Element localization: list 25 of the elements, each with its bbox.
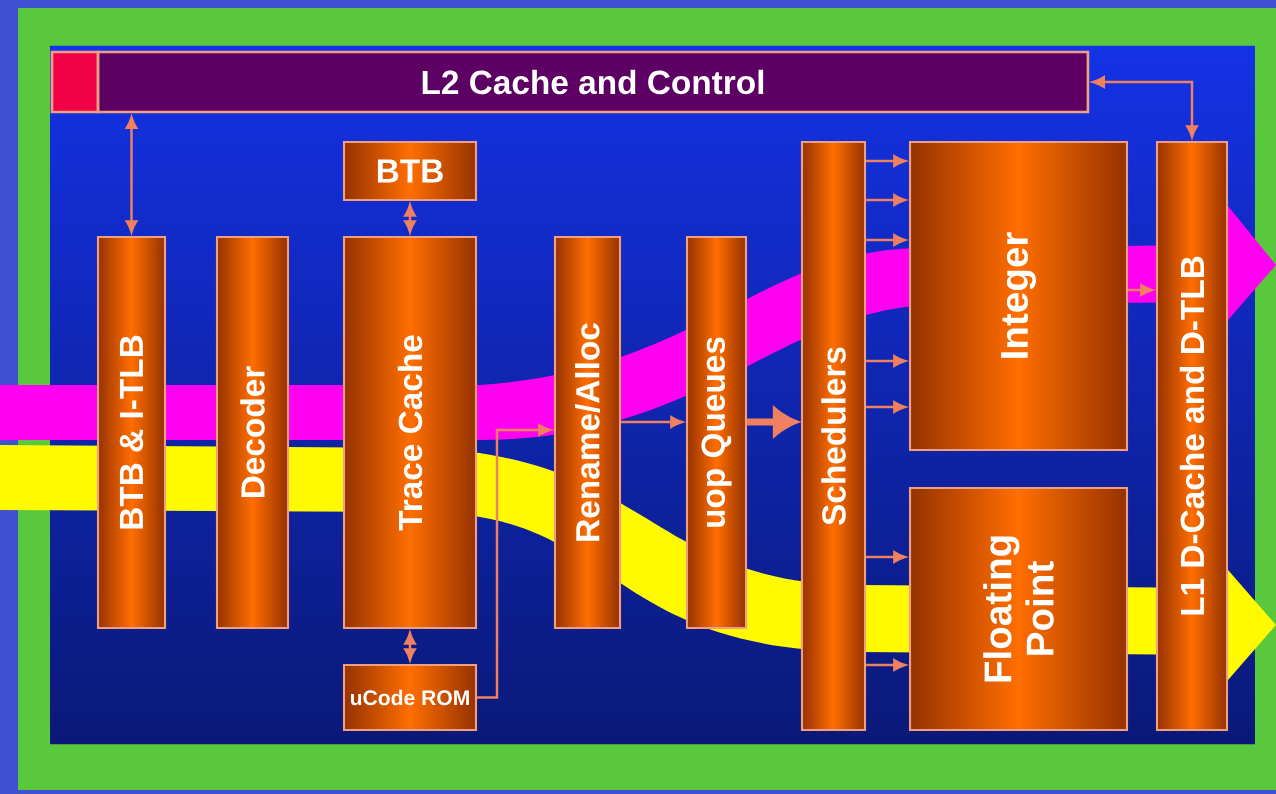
unit-column: Decoder [215, 235, 290, 629]
unit-column: Trace Cache [342, 235, 478, 629]
arrow [621, 416, 683, 428]
arrow [866, 355, 906, 367]
arrow [866, 401, 906, 413]
unit-column: Rename/Alloc [553, 235, 622, 629]
arrow [866, 659, 906, 671]
arrow [866, 155, 906, 167]
arrow [404, 204, 416, 233]
arrow [866, 551, 906, 563]
arrow [866, 234, 906, 246]
arrow [404, 632, 416, 661]
unit-column: BTB & I-TLB [96, 235, 167, 629]
unit-column: uop Queues [685, 235, 748, 629]
unit-box: Floating Point [908, 486, 1129, 732]
unit-box: Integer [908, 140, 1129, 451]
unit-column: Schedulers [800, 141, 867, 731]
unit-column: L1 D-Cache and D-TLB [1155, 141, 1229, 731]
unit-box: BTB [342, 140, 478, 202]
arrow [1128, 284, 1153, 296]
arrow [866, 194, 906, 206]
unit-box: uCode ROM [342, 663, 478, 732]
arrow [1092, 76, 1198, 138]
arrow [477, 424, 551, 699]
cache-bar: L2 Cache and Control [50, 50, 1090, 114]
